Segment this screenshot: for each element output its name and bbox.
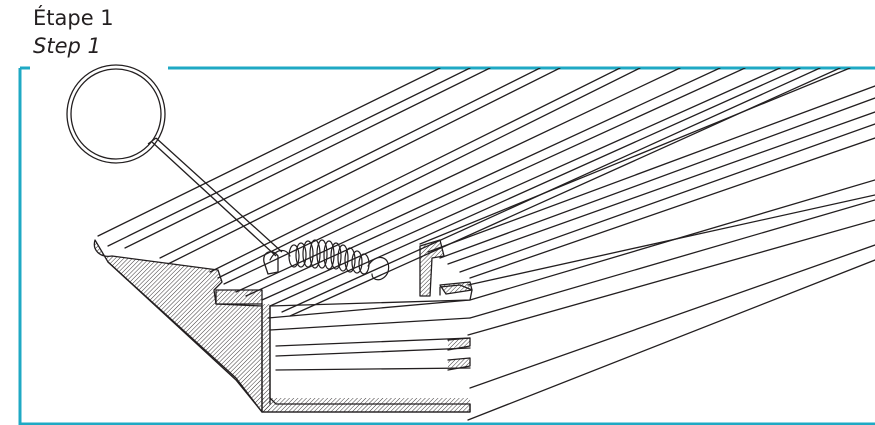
rail-upper-tracks [97,68,875,319]
detail-callout-circle [66,64,166,164]
callout-leader-line [151,137,283,257]
rail-box-faces [467,194,875,421]
frame-border [18,66,875,425]
tension-spring [269,239,390,281]
step-title-french: Étape 1 [33,6,114,30]
rail-cross-section [93,239,473,413]
detail-callout [66,64,283,257]
step-title-english: Step 1 [33,34,101,58]
